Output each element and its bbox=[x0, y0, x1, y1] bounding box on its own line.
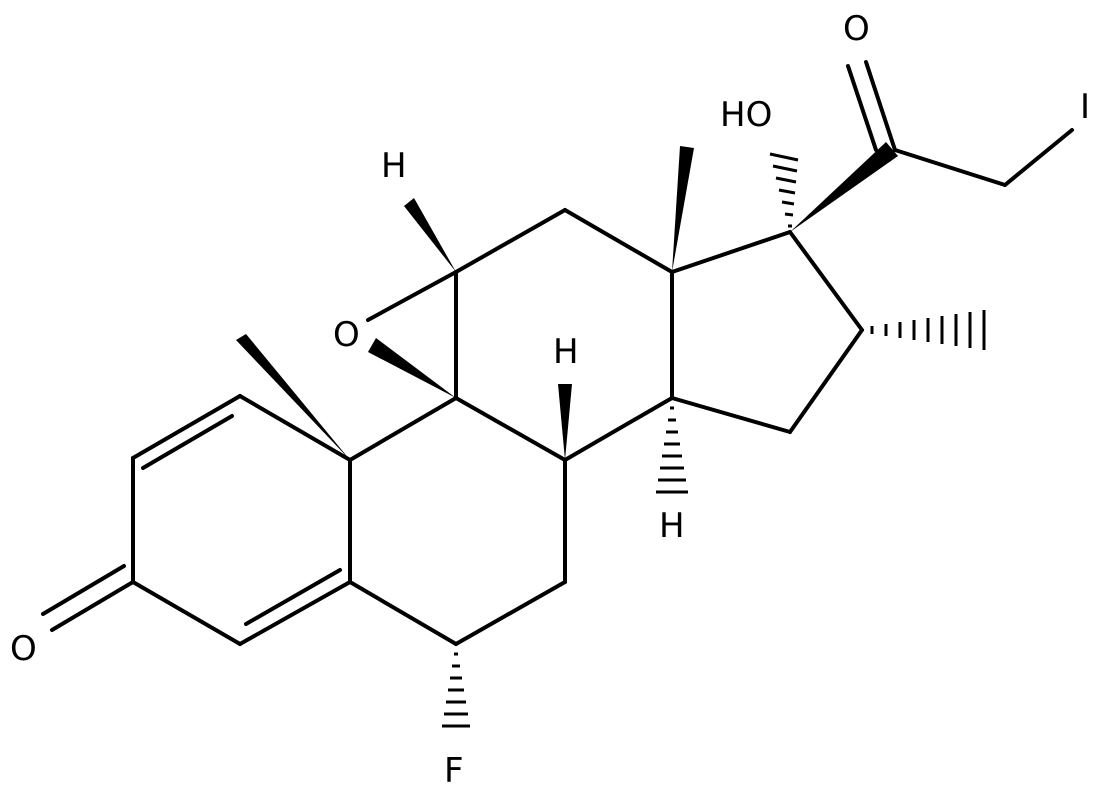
ring-hydrogen-label: H bbox=[659, 506, 685, 546]
bond bbox=[670, 230, 792, 274]
wedge-bond bbox=[790, 142, 898, 232]
ring-d bbox=[670, 230, 864, 434]
wedge-bond bbox=[558, 384, 572, 460]
wedge-bond bbox=[672, 146, 694, 272]
bond bbox=[50, 580, 135, 632]
hash-bond bbox=[769, 152, 799, 228]
bond bbox=[670, 396, 792, 434]
bond bbox=[788, 230, 864, 332]
ring-hydrogen-label: H bbox=[553, 332, 579, 372]
bond bbox=[563, 396, 674, 462]
wedge-bond bbox=[236, 334, 350, 460]
bond bbox=[238, 580, 352, 646]
bond bbox=[131, 580, 242, 646]
double-bond-inner bbox=[846, 64, 878, 152]
carbonyl-oxygen-label: O bbox=[843, 9, 870, 49]
double-bond-inner bbox=[244, 568, 342, 626]
bond bbox=[348, 396, 458, 462]
bond bbox=[454, 580, 567, 646]
wedge-bond bbox=[404, 198, 456, 272]
double-bond-inner bbox=[41, 564, 126, 616]
ring-c bbox=[454, 208, 674, 462]
ring-a bbox=[41, 394, 352, 646]
bond bbox=[454, 396, 567, 462]
bond bbox=[563, 208, 674, 274]
wedge-bond bbox=[368, 338, 456, 398]
bond bbox=[348, 580, 458, 646]
ring-hydrogen-label: H bbox=[381, 146, 407, 186]
bond bbox=[788, 328, 864, 434]
bond bbox=[454, 208, 567, 274]
hydroxyl-label: HO bbox=[720, 95, 772, 135]
bond bbox=[864, 60, 897, 152]
hash-bonds bbox=[442, 152, 986, 728]
epoxide-oxygen-label: O bbox=[333, 315, 360, 355]
bond bbox=[131, 394, 242, 460]
ketone-oxygen-label: O bbox=[10, 629, 37, 669]
epoxide bbox=[366, 270, 458, 322]
bond bbox=[1003, 128, 1074, 187]
hash-bond bbox=[656, 406, 688, 494]
side-chain bbox=[846, 60, 1074, 187]
bond bbox=[238, 394, 352, 462]
ring-b bbox=[348, 396, 567, 646]
bond bbox=[366, 270, 458, 322]
fluorine-label: F bbox=[444, 751, 464, 791]
iodine-label: I bbox=[1080, 87, 1090, 127]
hash-bond bbox=[870, 310, 986, 350]
wedge-bonds bbox=[236, 142, 898, 460]
hash-bond bbox=[442, 652, 470, 728]
bond bbox=[893, 148, 1007, 187]
atom-labels: O H O H H HO O I F bbox=[10, 9, 1090, 791]
double-bond-inner bbox=[141, 414, 234, 470]
